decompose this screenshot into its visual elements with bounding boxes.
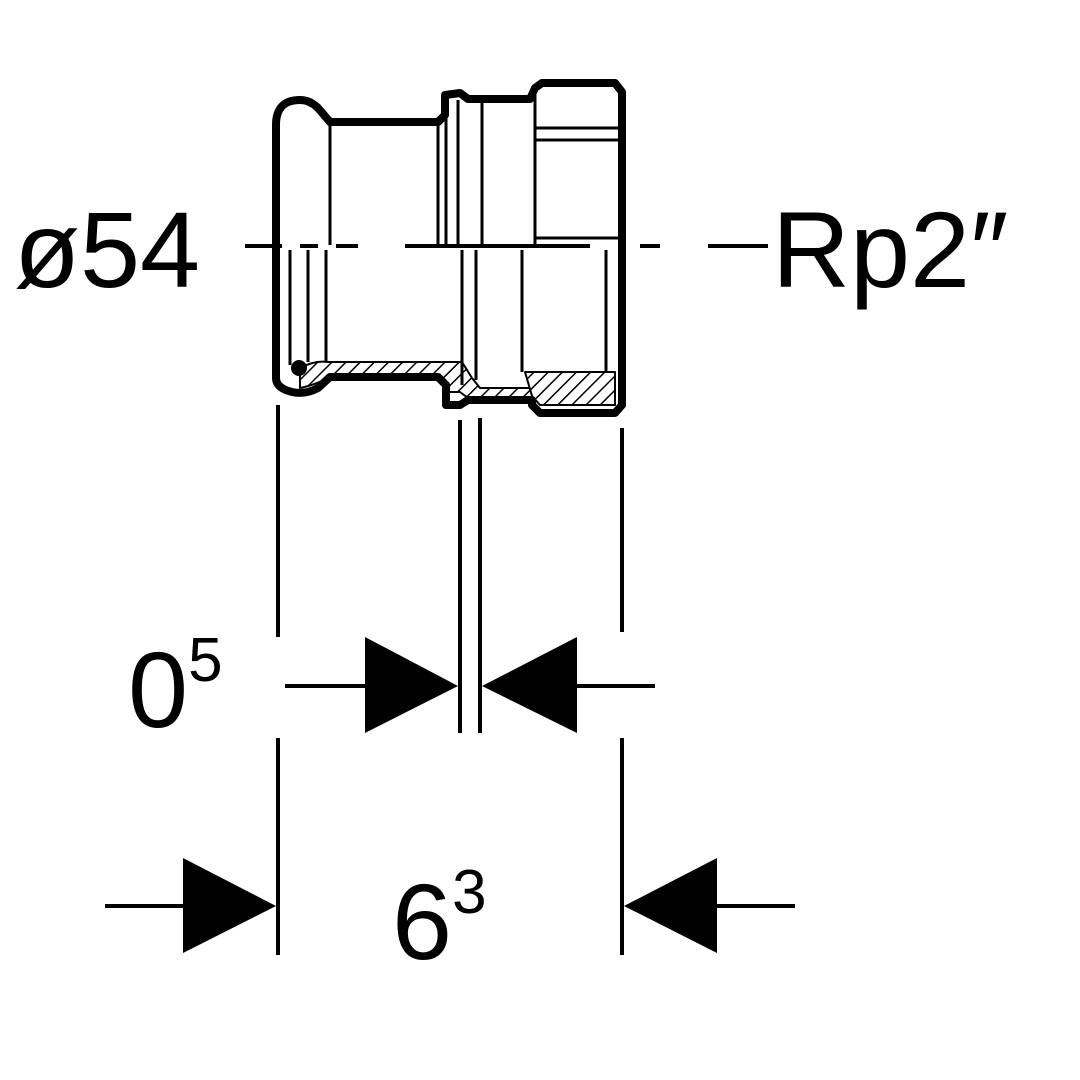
dimension-small-sup: 5	[188, 626, 223, 695]
dimension-small: 05	[128, 630, 223, 744]
arrow-right-icon	[365, 637, 458, 733]
dimension-lines	[105, 405, 795, 955]
dimension-total: 63	[392, 862, 487, 976]
dimension-total-value: 6	[392, 861, 453, 982]
dimension-total-sup: 3	[452, 858, 487, 927]
fitting-outline	[272, 79, 626, 417]
inner-edges	[288, 95, 618, 385]
dimension-small-value: 0	[128, 629, 189, 750]
diameter-label: ø54	[14, 189, 201, 310]
arrow-left-icon	[624, 858, 717, 953]
thread-label: Rp2″	[772, 189, 1009, 310]
arrow-right-icon	[183, 858, 276, 953]
hatched-wall-thread	[524, 371, 616, 406]
seal-ring	[291, 360, 307, 376]
arrow-left-icon	[482, 637, 577, 733]
fitting-body	[272, 79, 626, 417]
